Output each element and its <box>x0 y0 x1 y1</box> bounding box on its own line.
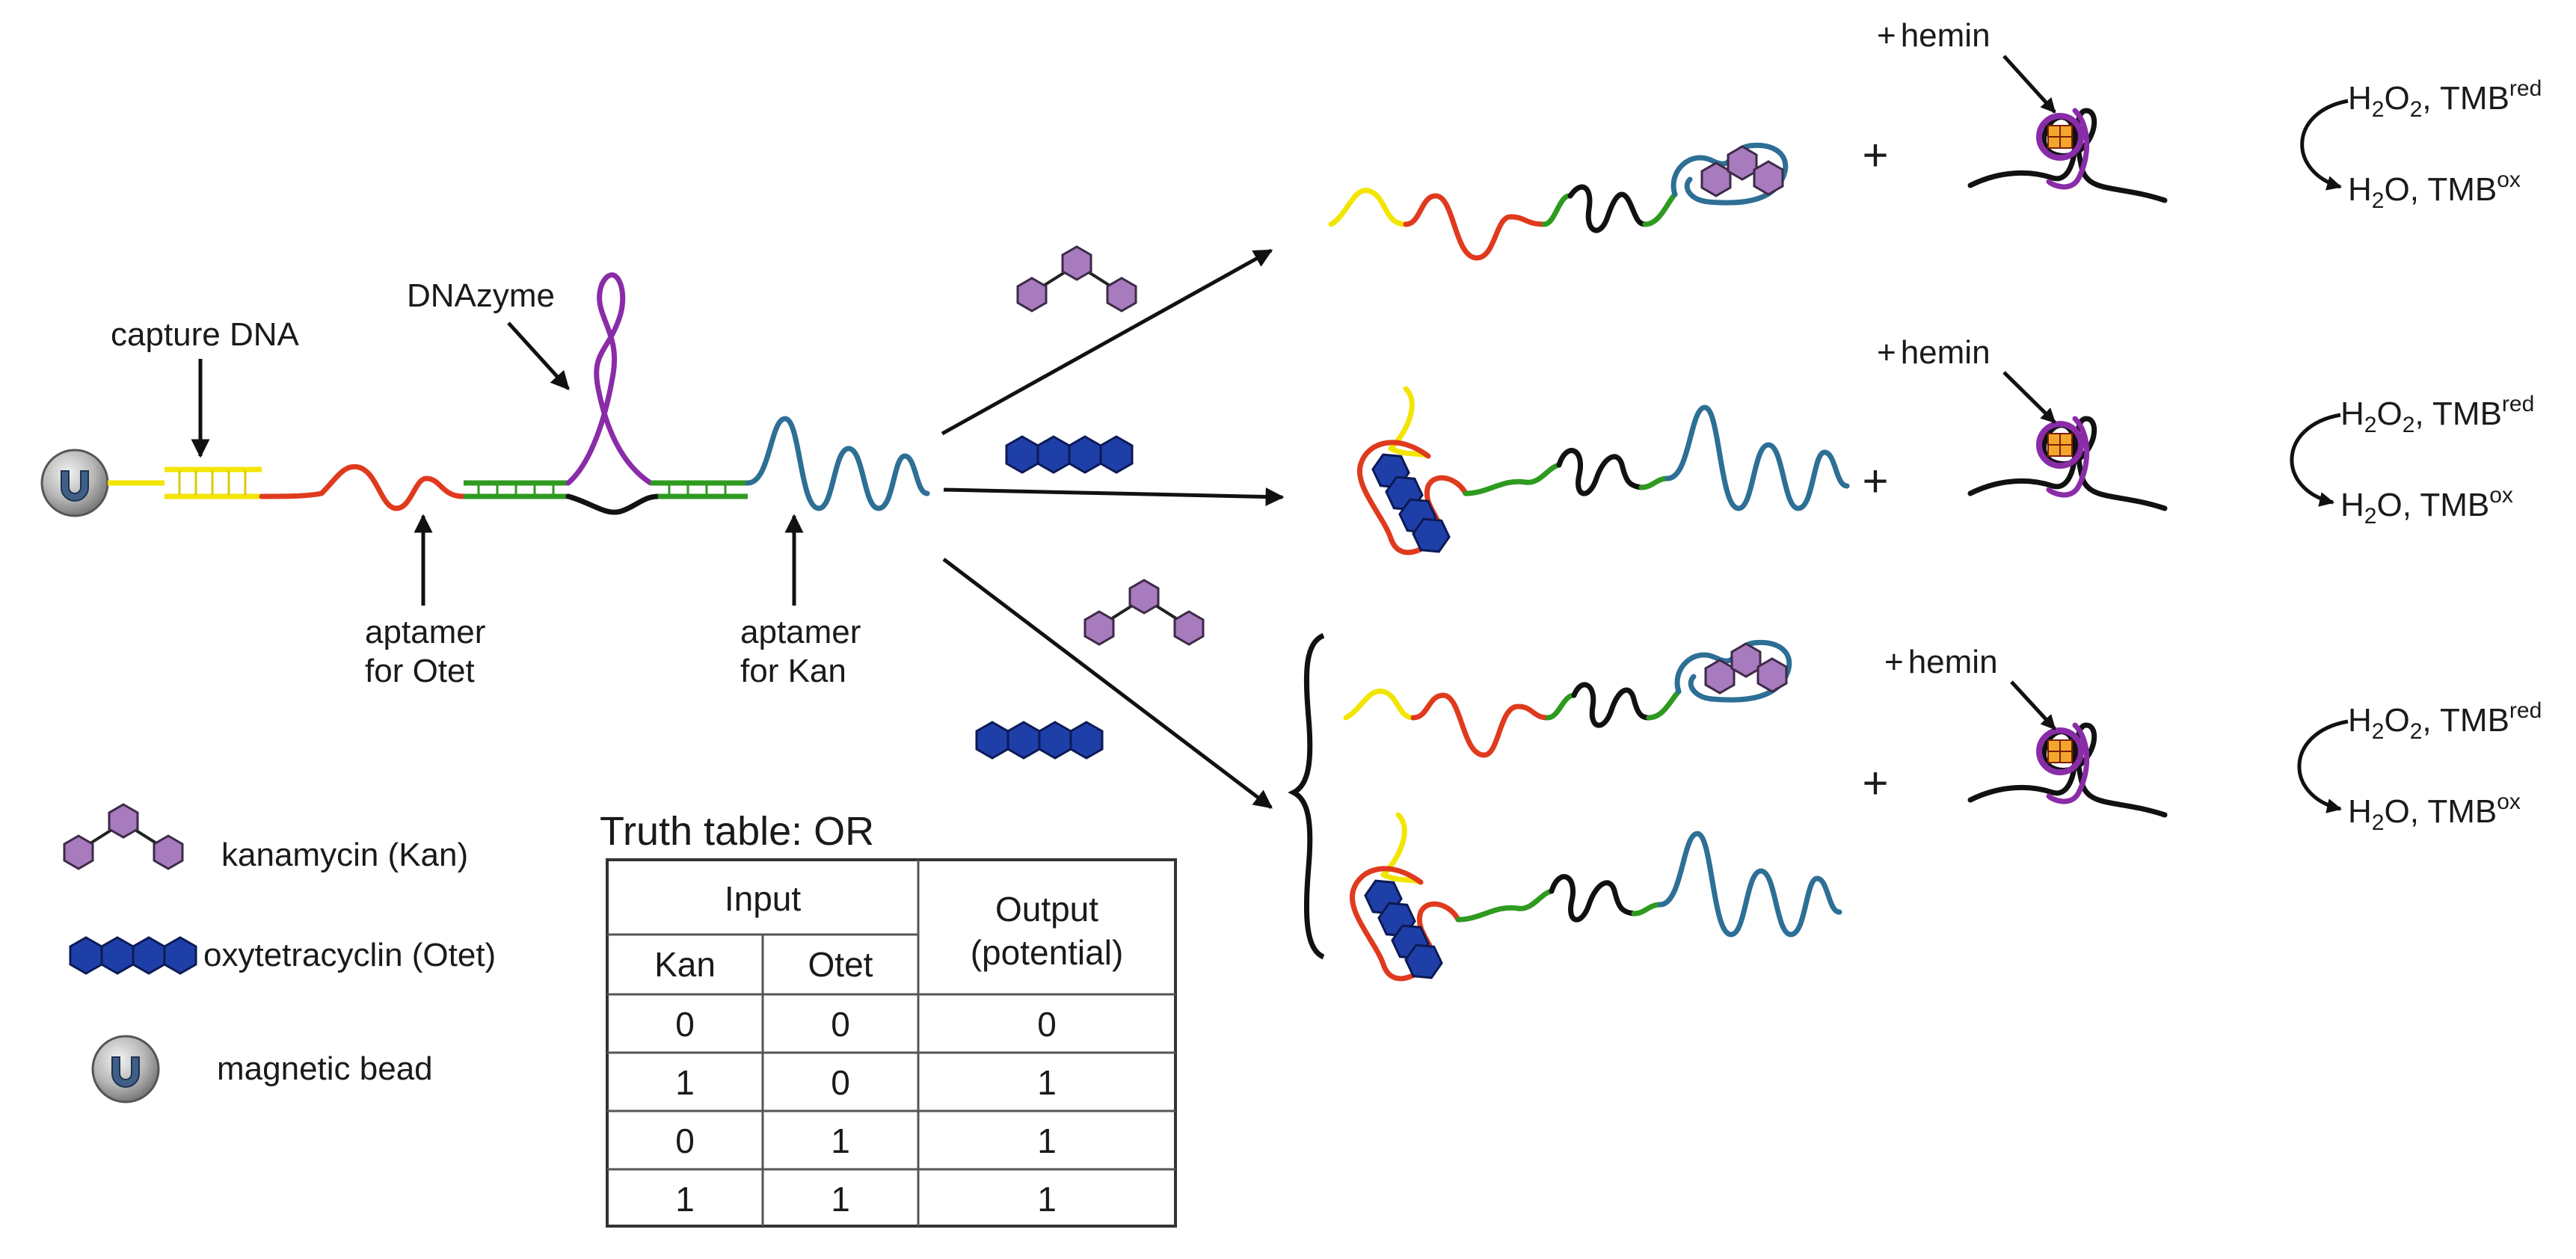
aptamer-otet-label-2: for Otet <box>365 653 475 689</box>
row-kan-product: + +hemin H2O2, TMBred H2O, TMBox <box>1328 17 2542 261</box>
truth-table: Truth table: OR Input Output (potential)… <box>600 809 1177 1228</box>
magnet-icon <box>91 1035 160 1103</box>
plus-sign-1: + <box>1862 130 1888 180</box>
plus-sign-3: + <box>1862 758 1888 808</box>
otet-aptamer-strand <box>259 464 467 511</box>
table-cell: 1 <box>831 1180 850 1219</box>
table-cell: 1 <box>831 1121 850 1160</box>
output-header-2: (potential) <box>971 933 1124 972</box>
legend-bead-label: magnetic bead <box>217 1050 433 1087</box>
h2o-tmb-ox-label-1: H2O, TMBox <box>2348 167 2521 213</box>
branch-arrows <box>941 247 1285 809</box>
output-header: Output <box>995 890 1098 929</box>
table-cell: 0 <box>831 1063 850 1102</box>
hemin-label-1: +hemin <box>1877 17 1991 54</box>
legend-otet-label: oxytetracyclin (Otet) <box>203 937 496 973</box>
kanamycin-icon <box>64 804 182 869</box>
legend-kan-label: kanamycin (Kan) <box>221 837 468 873</box>
arrow-kan-branch <box>941 248 1273 436</box>
kan-aptamer-strand <box>745 416 930 511</box>
arrow-otet-branch <box>943 487 1285 507</box>
h2o2-tmb-red-label-1: H2O2, TMBred <box>2348 76 2542 122</box>
table-cell: 1 <box>675 1180 695 1219</box>
aptamer-kan-label-2: for Kan <box>740 653 846 689</box>
h2o2-tmb-red-label-3: H2O2, TMBred <box>2348 698 2542 744</box>
col-otet-header: Otet <box>808 945 873 984</box>
bracket <box>1288 632 1325 960</box>
table-cell: 1 <box>1037 1121 1057 1160</box>
row-both-products: + +hemin H2O2, TMBred H2O, TMBox <box>1288 632 2542 987</box>
dnazyme-strand <box>565 272 654 486</box>
aptamer-kan-label: aptamer <box>740 614 861 650</box>
plus-sign-2: + <box>1862 456 1888 506</box>
table-cell: 1 <box>675 1063 695 1102</box>
g-quadruplex-hemin-icon-3 <box>1970 725 2165 815</box>
arrow-both-branch <box>942 558 1273 809</box>
kanamycin-input-icon-2 <box>1085 580 1203 644</box>
legend: kanamycin (Kan) oxytetracyclin (Otet) ma… <box>64 804 496 1103</box>
table-cell: 1 <box>1037 1180 1057 1219</box>
table-cell: 1 <box>1037 1063 1057 1102</box>
magnetic-bead-icon <box>40 449 109 517</box>
oxytetracyclin-input-icon-2 <box>977 722 1102 758</box>
oxytetracyclin-input-icon <box>1006 437 1132 472</box>
table-cell: 0 <box>1037 1005 1057 1044</box>
oxytetracyclin-icon <box>70 938 196 973</box>
input-header: Input <box>725 879 802 918</box>
truth-table-title: Truth table: OR <box>600 809 874 854</box>
h2o-tmb-ox-label-3: H2O, TMBox <box>2348 789 2521 835</box>
dnazyme-label: DNAzyme <box>407 277 555 314</box>
table-cell: 0 <box>675 1005 695 1044</box>
table-cell: 0 <box>675 1121 695 1160</box>
capture-dna-label: capture DNA <box>111 316 300 353</box>
main-construct: capture DNA DNAzyme aptamer for Otet apt… <box>40 272 930 689</box>
g-quadruplex-hemin-icon <box>1970 111 2165 200</box>
hemin-label-2: +hemin <box>1877 334 1991 371</box>
hemin-label-3: +hemin <box>1884 644 1998 680</box>
aptamer-otet-label: aptamer <box>365 614 485 650</box>
g-quadruplex-hemin-icon-2 <box>1970 419 2165 508</box>
table-cell: 0 <box>831 1005 850 1044</box>
h2o2-tmb-red-label-2: H2O2, TMBred <box>2340 392 2534 437</box>
kanamycin-input-icon <box>1018 247 1136 311</box>
row-otet-product: + +hemin H2O2, TMBred H2O, TMBox <box>1356 334 2534 561</box>
h2o-tmb-ox-label-2: H2O, TMBox <box>2340 483 2513 529</box>
col-kan-header: Kan <box>654 945 716 984</box>
